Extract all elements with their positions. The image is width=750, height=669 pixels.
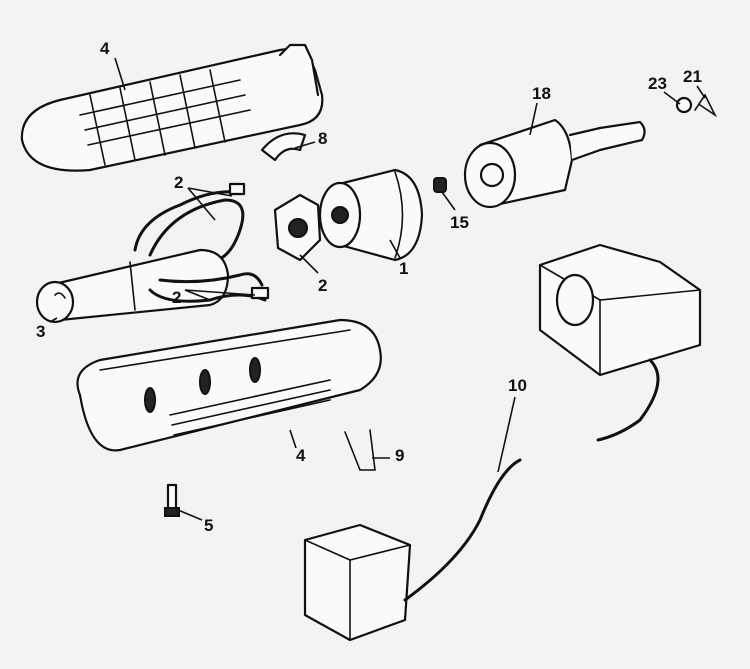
bracket-part xyxy=(344,429,376,471)
chuck-part xyxy=(463,118,646,209)
screw-part xyxy=(164,483,180,517)
callout-21-spring-clip: 21 xyxy=(683,67,702,86)
wires-upper-part xyxy=(133,182,246,264)
callout-4-housing-bottom: 4 xyxy=(296,446,306,465)
callout-15-pinion: 15 xyxy=(450,213,469,232)
callout-4-housing-top: 4 xyxy=(100,39,110,58)
motor-part xyxy=(318,168,424,262)
charger-base-part xyxy=(538,243,702,442)
callout-2-switch-plate: 2 xyxy=(318,276,327,295)
callout-10-charger-base: 10 xyxy=(508,376,527,395)
housing-bottom-part xyxy=(76,318,382,452)
callout-5-screw: 5 xyxy=(204,516,213,535)
callout-1-motor: 1 xyxy=(399,259,408,278)
switch-plate-part xyxy=(273,193,322,262)
pinion-part xyxy=(433,177,447,193)
callout-9-bracket: 9 xyxy=(395,446,404,465)
transformer-part xyxy=(303,458,522,642)
callout-18-chuck: 18 xyxy=(532,84,551,103)
leader-lines xyxy=(49,57,706,521)
spring-clip-part xyxy=(694,93,718,118)
callout-8-clip: 8 xyxy=(318,129,327,148)
callout-23-washer: 23 xyxy=(648,74,667,93)
housing-top-part xyxy=(20,43,324,172)
callout-2-wires-lower: 2 xyxy=(172,288,181,307)
callout-2-wires-upper: 2 xyxy=(174,173,183,192)
battery-part xyxy=(35,248,230,324)
clip-part xyxy=(260,132,307,162)
callout-3-battery: 3 xyxy=(36,322,45,341)
washer-part xyxy=(675,96,693,114)
